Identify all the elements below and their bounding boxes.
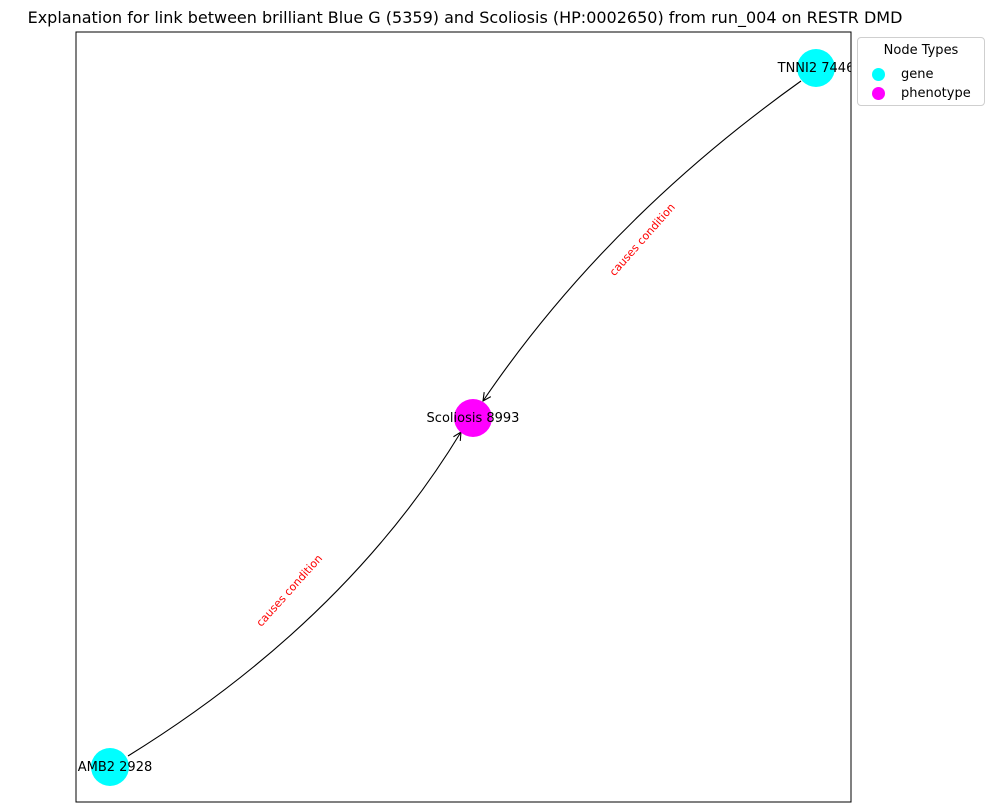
edge-amb2-to-scoliosis <box>127 432 461 757</box>
node-tnni2[interactable] <box>797 49 835 87</box>
legend-title: Node Types <box>883 43 959 58</box>
legend-label: gene <box>901 66 934 82</box>
legend-label: phenotype <box>901 85 971 101</box>
node-scoliosis[interactable] <box>454 399 492 437</box>
legend-item-gene: gene <box>872 65 934 83</box>
edge-tnni2-to-scoliosis <box>483 80 802 401</box>
node-label: TNNI2 7446 <box>777 61 855 76</box>
circle-marker-icon <box>872 86 885 100</box>
node-label: AMB2 2928 <box>78 760 153 775</box>
legend-item-phenotype: phenotype <box>872 84 971 102</box>
node-label: Scoliosis 8993 <box>427 411 520 426</box>
circle-marker-icon <box>872 67 885 81</box>
chart-title: Explanation for link between brilliant B… <box>27 8 903 27</box>
legend: Node Types gene phenotype <box>857 37 985 106</box>
node-amb2[interactable] <box>91 748 129 786</box>
